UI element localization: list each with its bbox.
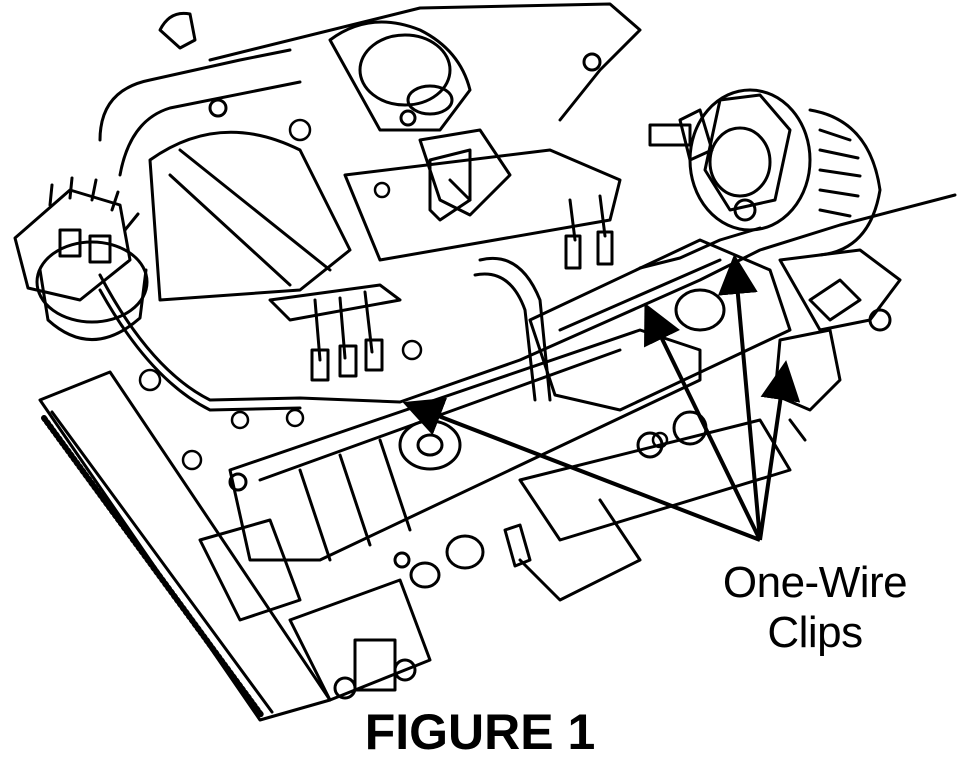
right-bracket [773, 248, 902, 442]
arrow-icon [717, 254, 762, 541]
alternator [648, 88, 882, 257]
arrow-icon [644, 302, 762, 541]
callout-label: One-Wire Clips [700, 558, 930, 658]
arrow-icon [758, 360, 801, 541]
valve-cover-left [228, 328, 702, 569]
flywheel [38, 370, 332, 722]
intake-manifold [148, 2, 642, 302]
distributor [13, 176, 149, 341]
exhaust-manifold [198, 418, 792, 702]
figure-caption: FIGURE 1 [0, 704, 960, 760]
figure-caption-text: FIGURE 1 [364, 704, 596, 760]
arrow-icon [402, 397, 761, 542]
throttle-bracket [428, 148, 472, 222]
callout-line-2: Clips [767, 608, 863, 657]
callout-line-1: One-Wire [722, 558, 908, 607]
callout-arrows [402, 254, 801, 542]
injector-rail [268, 194, 614, 382]
bolts [138, 118, 669, 471]
dipstick-tube [473, 256, 552, 402]
air-inlet-tube [98, 11, 302, 177]
wire-harness [98, 193, 957, 412]
